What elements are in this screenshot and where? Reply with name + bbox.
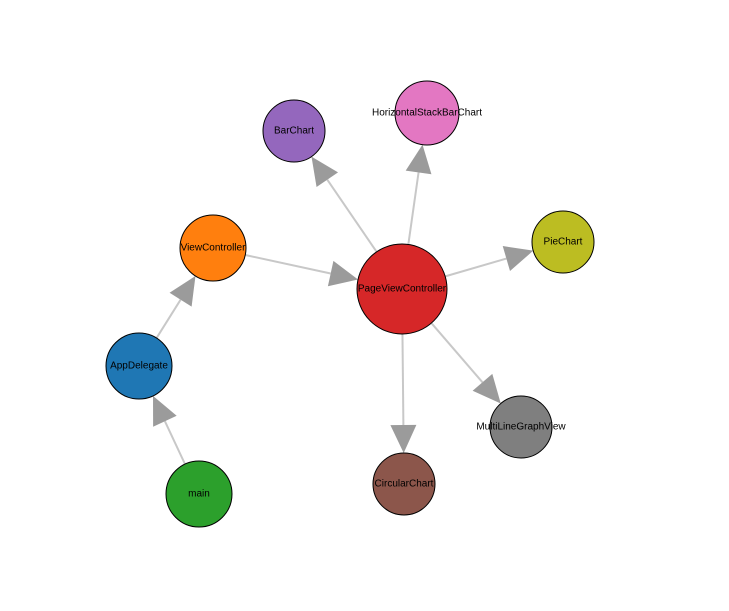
edge-page-view-controller-to-multi-line-graph-view [430,322,484,383]
node-circle[interactable] [105,332,173,400]
node-circle[interactable] [372,452,436,516]
arrowhead-icon [153,395,177,427]
arrowhead-icon [502,246,534,272]
node-circle[interactable] [179,214,247,282]
edge-page-view-controller-to-circular-chart [401,333,405,426]
edges [153,144,534,465]
edge-app-delegate-to-view-controller [155,299,182,339]
arrowhead-icon [390,424,417,454]
arrowhead-icon [169,275,196,307]
node-label: PageViewController [358,284,447,295]
nodes: main AppDelegate ViewControllerPageViewCon… [105,80,595,528]
node-circle[interactable] [531,210,595,274]
node-circle[interactable] [262,99,326,163]
node-label: AppDelegate [110,361,168,372]
arrowhead-icon [472,373,501,404]
node-label: MultiLineGraphView [476,422,566,433]
edge-page-view-controller-to-horizontal-stack-bar-chart [407,172,420,245]
node-app-delegate[interactable]: AppDelegate [105,332,173,400]
node-view-controller[interactable]: ViewController [179,214,247,282]
node-circular-chart[interactable]: CircularChart [372,452,436,516]
arrowhead-icon [311,156,339,188]
node-circle[interactable] [356,243,448,335]
node-multi-line-graph-view[interactable]: MultiLineGraphView [476,395,566,459]
node-circle[interactable] [165,460,233,528]
arrowhead-icon [405,144,432,175]
node-label: ViewController [181,243,247,254]
node-page-view-controller[interactable]: PageViewController [356,243,448,335]
node-label: PieChart [544,237,583,248]
node-circle[interactable] [489,395,553,459]
edge-view-controller-to-page-view-controller [245,254,331,275]
node-pie-chart[interactable]: PieChart [531,210,595,274]
node-label: BarChart [274,126,314,137]
node-bar-chart[interactable]: BarChart [262,99,326,163]
node-main[interactable]: main [165,460,233,528]
edge-page-view-controller-to-bar-chart [326,179,378,253]
node-label: main [188,489,210,500]
node-label: CircularChart [375,479,434,490]
edge-main-to-app-delegate [163,420,186,465]
node-label: HorizontalStackBarChart [372,108,482,119]
arrowhead-icon [327,260,359,287]
node-horizontal-stack-bar-chart[interactable]: HorizontalStackBarChart [372,80,482,146]
edge-page-view-controller-to-pie-chart [444,257,507,278]
node-circle[interactable] [394,80,460,146]
